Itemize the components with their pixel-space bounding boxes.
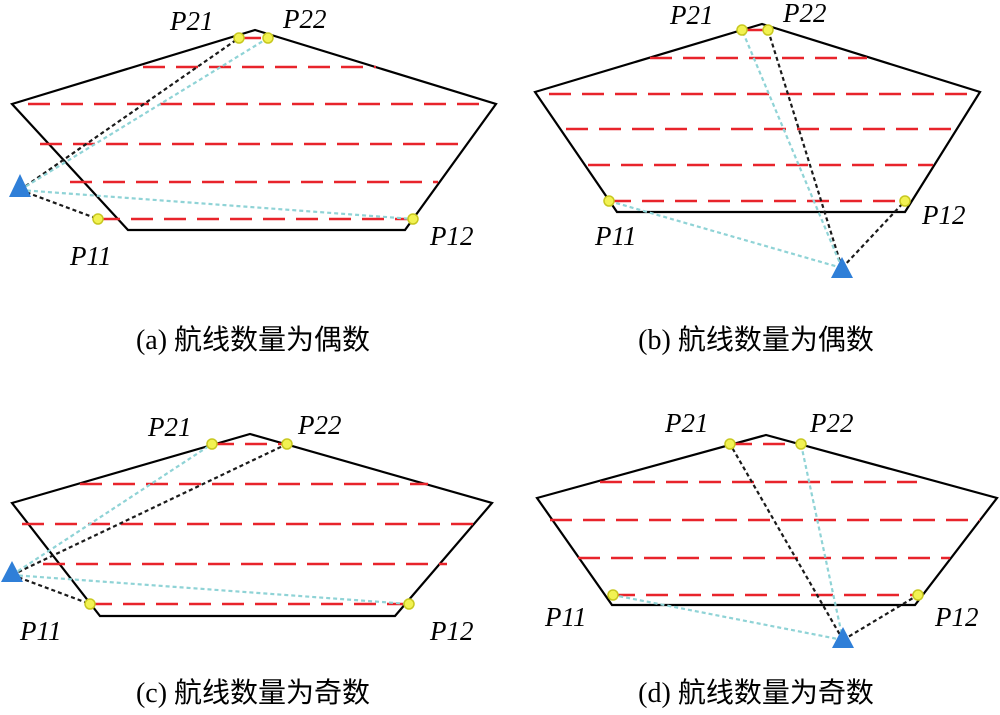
route-lines	[28, 36, 490, 221]
circle-waypoint-icon	[899, 195, 911, 207]
triangle-start-icon	[831, 257, 853, 278]
triangle-start-icon	[1, 561, 23, 582]
black-path-segment	[19, 37, 240, 191]
panel-caption: (d) 航线数量为奇数	[638, 677, 874, 709]
panel-d: P21 P22 P11 P12 (d) 航线数量为奇数	[535, 408, 999, 709]
circle-waypoint-icon	[262, 32, 274, 44]
circle-waypoint-icon	[407, 213, 419, 225]
triangle-start-icon	[9, 174, 31, 197]
polygon-outline	[533, 22, 982, 214]
label-p11: P11	[19, 616, 62, 646]
cyan-path	[19, 37, 414, 221]
circle-waypoint-icon	[603, 195, 615, 207]
label-p21: P21	[669, 0, 714, 30]
panel-caption: (a) 航线数量为偶数	[136, 324, 370, 356]
panel-caption: (b) 航线数量为偶数	[638, 324, 874, 356]
circle-waypoint-icon	[607, 589, 619, 601]
label-p12: P12	[934, 602, 979, 632]
black-path	[11, 443, 288, 606]
route-lines	[550, 442, 980, 597]
cyan-path-segment	[612, 593, 844, 642]
label-p11: P11	[544, 602, 587, 632]
label-p22: P22	[297, 410, 342, 440]
black-path-segment	[842, 594, 919, 641]
black-path-segment	[841, 200, 906, 269]
cyan-path-segment	[608, 199, 843, 270]
label-p22: P22	[282, 4, 327, 34]
route-lines	[549, 28, 972, 203]
label-p21: P21	[169, 6, 214, 36]
panel-a: P21 P22 P11 P12 (a) 航线数量为偶数	[9, 4, 498, 356]
label-p11: P11	[69, 241, 112, 271]
cyan-path-segment	[11, 573, 410, 606]
circle-waypoint-icon	[84, 598, 96, 610]
circle-waypoint-icon	[206, 438, 218, 450]
route-lines	[22, 442, 478, 606]
circle-waypoint-icon	[736, 24, 748, 36]
cyan-path-segment	[19, 188, 414, 221]
circle-waypoint-icon	[795, 438, 807, 450]
black-path	[729, 443, 919, 641]
black-path-segment	[766, 29, 844, 269]
cyan-path	[612, 443, 845, 642]
label-p12: P12	[429, 221, 474, 251]
label-p11: P11	[594, 221, 637, 251]
black-path-segment	[11, 443, 288, 576]
cyan-path-segment	[11, 443, 213, 576]
black-path	[766, 29, 906, 269]
cyan-path-segment	[19, 37, 269, 191]
circle-waypoint-icon	[912, 589, 924, 601]
label-p21: P21	[664, 408, 709, 438]
circle-waypoint-icon	[762, 24, 774, 36]
circle-waypoint-icon	[92, 213, 104, 225]
circle-waypoint-icon	[403, 598, 415, 610]
label-p21: P21	[147, 412, 192, 442]
label-p12: P12	[429, 616, 474, 646]
circle-waypoint-icon	[724, 438, 736, 450]
circle-waypoint-icon	[233, 32, 245, 44]
label-p22: P22	[782, 0, 827, 28]
label-p12: P12	[921, 200, 966, 230]
black-path	[19, 37, 240, 221]
black-path-segment	[729, 443, 844, 641]
polygon-outline	[10, 28, 498, 232]
panel-b: P21 P22 P11 P12 (b) 航线数量为偶数	[533, 0, 982, 356]
cyan-path	[608, 29, 844, 270]
label-p22: P22	[809, 408, 854, 438]
panel-caption: (c) 航线数量为奇数	[136, 677, 370, 709]
panel-c: P21 P22 P11 P12 (c) 航线数量为奇数	[1, 410, 494, 709]
cyan-path	[11, 443, 410, 606]
triangle-start-icon	[832, 627, 854, 648]
cyan-path-segment	[740, 29, 844, 269]
cyan-path-segment	[799, 443, 845, 641]
circle-waypoint-icon	[281, 438, 293, 450]
